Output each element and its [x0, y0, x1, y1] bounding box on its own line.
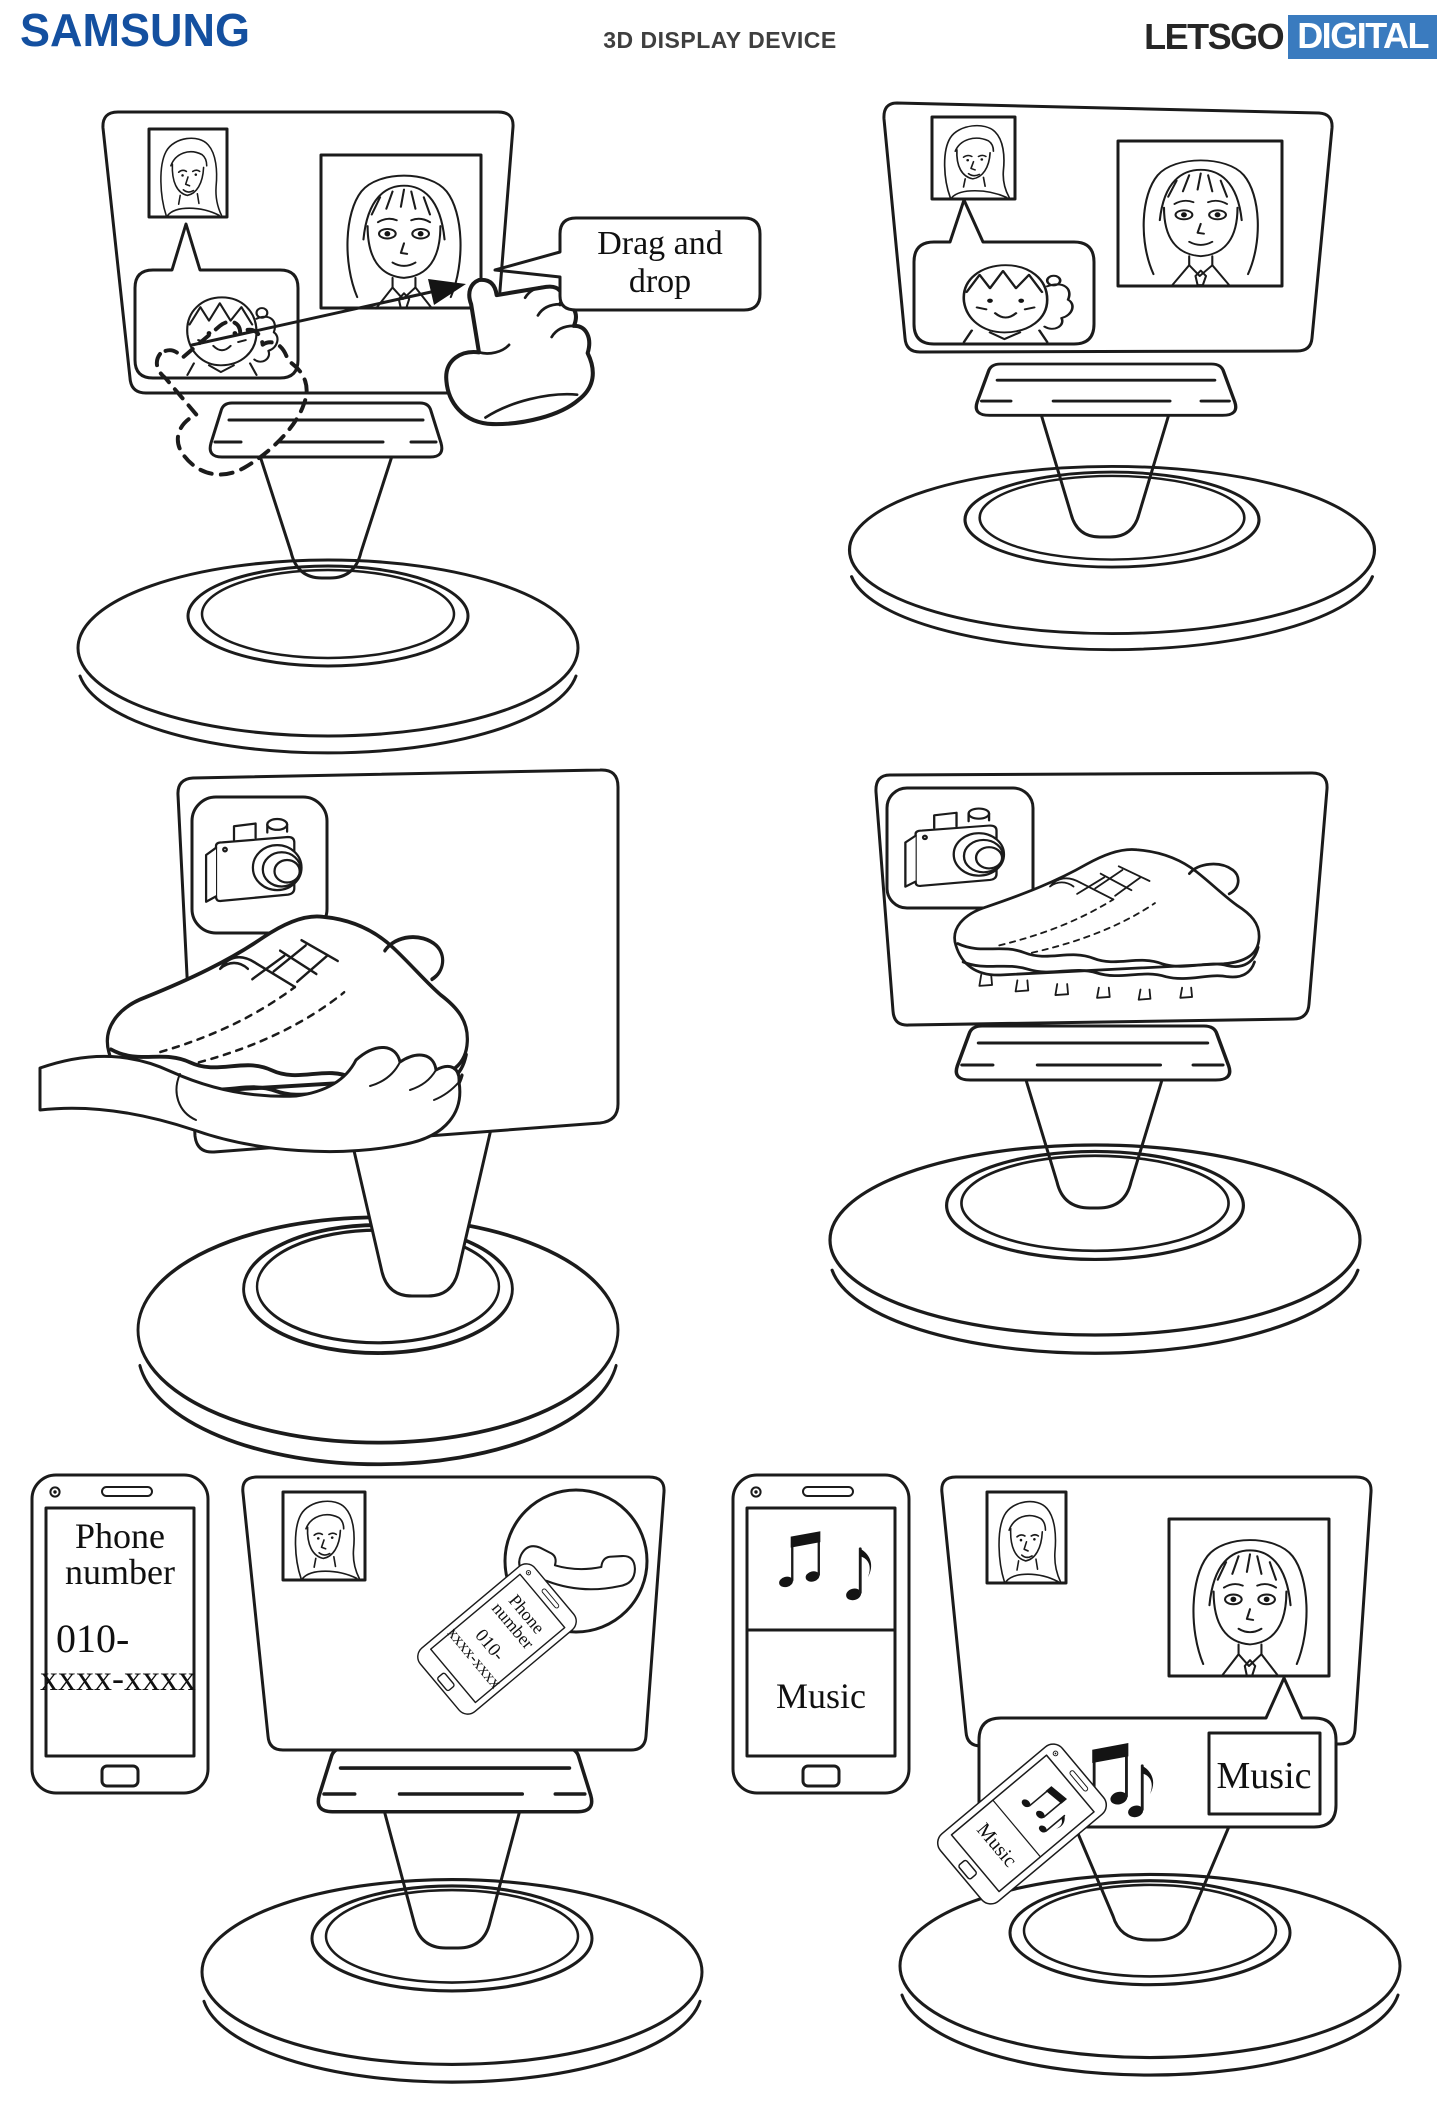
device-stand	[976, 364, 1235, 415]
phone-text-line1: Phone	[75, 1516, 165, 1556]
figure-shoe-scan	[40, 770, 618, 1464]
portrait-caller-small	[283, 1492, 365, 1580]
device-base	[78, 560, 578, 753]
figure-call-rearranged	[850, 103, 1375, 650]
device-base	[202, 1880, 702, 2083]
callout-text-line1: Drag and	[597, 225, 723, 262]
callout-text-line2: drop	[629, 263, 691, 300]
samsung-logo: SAMSUNG	[20, 4, 250, 57]
phone-music-text: Music	[776, 1676, 866, 1716]
device-stand	[956, 1026, 1229, 1080]
device-stand	[318, 1748, 591, 1812]
device-base	[830, 1145, 1360, 1353]
smartphone-music: Music	[733, 1475, 909, 1793]
digital-badge: DIGITAL	[1288, 15, 1437, 59]
portrait-caller-large	[1118, 141, 1282, 286]
smartphone-contact: Phone number 010- xxxx-xxxx	[32, 1475, 208, 1793]
device-base	[900, 1874, 1400, 2075]
camera-app-tile	[887, 788, 1033, 908]
figure-shoe-displayed	[830, 773, 1360, 1353]
letsgo-text: LETSGO	[1144, 19, 1283, 55]
portrait-caller-small	[932, 117, 1015, 199]
phone-text-line3: 010-	[56, 1616, 129, 1661]
figure-drag-and-drop: Drag and drop	[78, 112, 760, 753]
phone-text-line4: xxxx-xxxx	[40, 1658, 196, 1698]
page-title: 3D DISPLAY DEVICE	[603, 27, 836, 54]
phone-text-line2: number	[65, 1552, 175, 1592]
figure-music-transfer: Music Music Music	[733, 1475, 1400, 2075]
device-stand	[210, 403, 442, 457]
letsgodigital-logo: LETSGO DIGITAL	[1144, 15, 1437, 59]
portrait-caller-large	[1169, 1519, 1329, 1676]
portrait-caller-small	[149, 129, 227, 217]
header: SAMSUNG 3D DISPLAY DEVICE LETSGO DIGITAL	[0, 0, 1440, 80]
figure-phone-transfer: Phone number 010- xxxx-xxxx Phone number…	[32, 1475, 702, 2082]
device-base	[850, 466, 1375, 649]
camera-app-tile	[192, 797, 327, 933]
portrait-caller-small	[987, 1492, 1066, 1583]
bubble-music-text: Music	[1217, 1755, 1312, 1797]
